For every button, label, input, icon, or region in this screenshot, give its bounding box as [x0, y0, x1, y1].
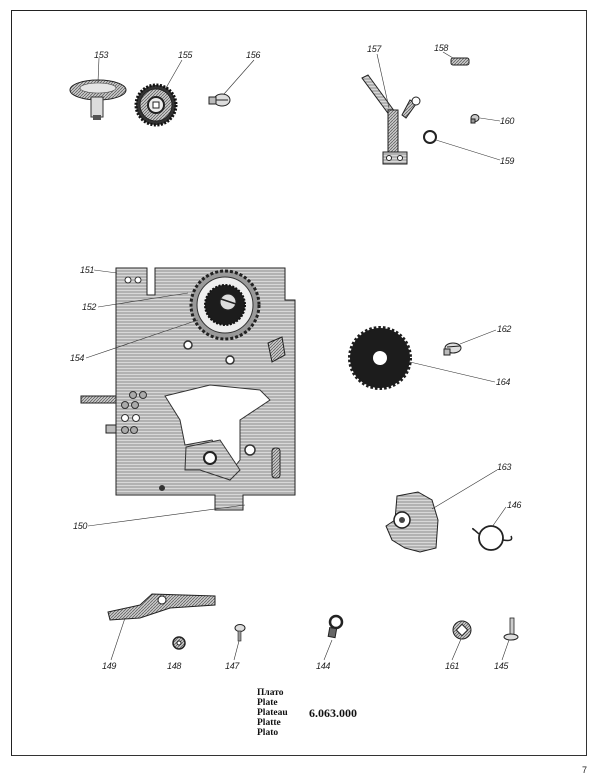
part-157-lever-assembly [361, 53, 421, 165]
part-155-spur-gear [134, 59, 183, 127]
part-156-screw [208, 59, 255, 107]
callout-162: 162 [497, 324, 512, 334]
part-name-spanish: Plato [257, 728, 279, 738]
callout-159: 159 [500, 156, 515, 166]
part-150-main-plate [80, 267, 296, 511]
part-164-black-gear [348, 326, 496, 390]
callout-164: 164 [496, 377, 511, 387]
callout-155: 155 [178, 50, 193, 60]
part-147-screw [233, 624, 246, 661]
page-number: 7 [582, 765, 588, 775]
part-name-german: Platte [257, 718, 281, 728]
callout-158: 158 [434, 43, 449, 53]
part-name-french: Plateau [257, 708, 288, 718]
leader-151 [93, 269, 118, 274]
part-153-bevel-gear [69, 57, 127, 120]
page-border-frame [11, 10, 587, 756]
catalog-number: 6.063.000 [309, 706, 357, 720]
part-162-screw [443, 329, 497, 356]
part-144-eyelet [323, 614, 344, 661]
part-161-square-washer [451, 620, 472, 661]
part-name-english: Plate [257, 698, 278, 708]
callout-147: 147 [225, 661, 240, 671]
part-158-pin [442, 51, 470, 66]
callout-157: 157 [367, 44, 382, 54]
part-name-russian: Плато [257, 688, 284, 698]
callout-151: 151 [80, 265, 95, 275]
callout-145: 145 [494, 661, 509, 671]
callout-152: 152 [82, 302, 97, 312]
callout-146: 146 [507, 500, 522, 510]
part-145-screw [501, 617, 519, 661]
callout-150: 150 [73, 521, 88, 531]
callout-156: 156 [246, 50, 261, 60]
part-159-washer [423, 130, 501, 161]
part-name-list: Плато Plate Plateau Platte Plato [257, 688, 288, 738]
callout-153: 153 [94, 50, 109, 60]
part-148-nut [172, 636, 186, 650]
callout-149: 149 [102, 661, 117, 671]
part-160-screw [470, 114, 501, 124]
callout-144: 144 [316, 661, 331, 671]
callout-160: 160 [500, 116, 515, 126]
leader-150 [87, 504, 246, 527]
leader-152 [97, 292, 189, 308]
callout-163: 163 [497, 462, 512, 472]
part-146-spring [472, 506, 513, 551]
callout-148: 148 [167, 661, 182, 671]
leader-154 [85, 319, 199, 359]
callout-161: 161 [445, 661, 460, 671]
part-163-cam [385, 469, 498, 553]
part-149-lever [107, 593, 216, 661]
callout-154: 154 [70, 353, 85, 363]
